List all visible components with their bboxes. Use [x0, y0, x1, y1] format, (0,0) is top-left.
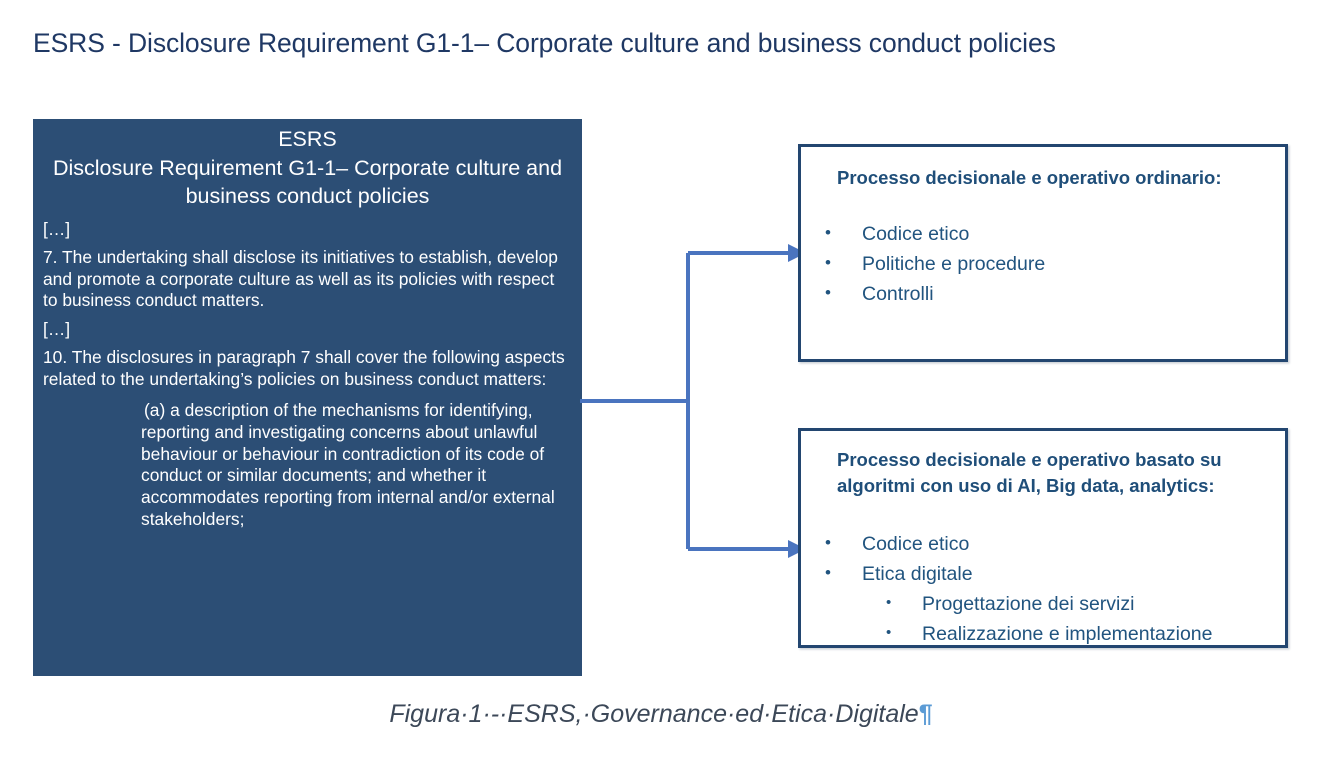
page-title: ESRS - Disclosure Requirement G1-1– Corp…: [33, 28, 1056, 58]
box-ai-bullet-list: Codice etico Etica digitale Progettazion…: [817, 528, 1269, 649]
bullet-label: Politiche e procedure: [862, 253, 1046, 275]
source-paragraph-10: 10. The disclosures in paragraph 7 shall…: [43, 347, 565, 389]
list-item: Realizzazione e implementazione: [862, 618, 1269, 649]
source-heading-line-1: ESRS: [278, 127, 337, 151]
sub-bullet-label: Progettazione dei servizi: [922, 593, 1135, 615]
list-item: Codice etico: [817, 218, 1269, 249]
box-ordinary-bullet-list: Codice etico Politiche e procedure Contr…: [817, 218, 1269, 309]
esrs-source-box: ESRS Disclosure Requirement G1-1– Corpor…: [33, 119, 582, 676]
list-item: Progettazione dei servizi: [862, 588, 1269, 619]
bullet-label: Codice etico: [862, 533, 970, 555]
bullet-label: Etica digitale: [862, 563, 973, 585]
source-heading-line-2: Disclosure Requirement G1-1– Corporate c…: [52, 155, 563, 209]
box-ai-title: Processo decisionale e operativo basato …: [837, 449, 1222, 496]
figure-caption: Figura·1·-·ESRS,·Governance·ed·Etica·Dig…: [0, 700, 1322, 729]
bullet-label: Controlli: [862, 283, 934, 305]
connector-svg: [580, 244, 806, 558]
box-processo-algoritmi-ai: Processo decisionale e operativo basato …: [798, 428, 1288, 648]
source-paragraph-10a: (a) a description of the mechanisms for …: [141, 400, 555, 529]
box-processo-ordinario: Processo decisionale e operativo ordinar…: [798, 144, 1288, 362]
connector-bracket: [578, 240, 808, 560]
source-paragraph-7: 7. The undertaking shall disclose its in…: [43, 247, 558, 310]
list-item: Controlli: [817, 278, 1269, 309]
pilcrow-mark: ¶: [918, 700, 933, 728]
source-paragraph-ellipsis-2: […]: [43, 318, 71, 339]
source-paragraph-ellipsis-1: […]: [43, 218, 71, 239]
list-item: Etica digitale Progettazione dei servizi…: [817, 558, 1269, 649]
bullet-label: Codice etico: [862, 223, 970, 245]
source-box-heading: ESRS Disclosure Requirement G1-1– Corpor…: [41, 125, 574, 211]
box-ai-sub-bullet-list: Progettazione dei servizi Realizzazione …: [862, 588, 1269, 649]
list-item: Politiche e procedure: [817, 248, 1269, 279]
figure-caption-text: Figura·1·-·ESRS,·Governance·ed·Etica·Dig…: [389, 700, 919, 728]
sub-bullet-label: Realizzazione e implementazione: [922, 623, 1213, 645]
box-ordinary-title: Processo decisionale e operativo ordinar…: [837, 167, 1222, 188]
list-item: Codice etico: [817, 528, 1269, 559]
